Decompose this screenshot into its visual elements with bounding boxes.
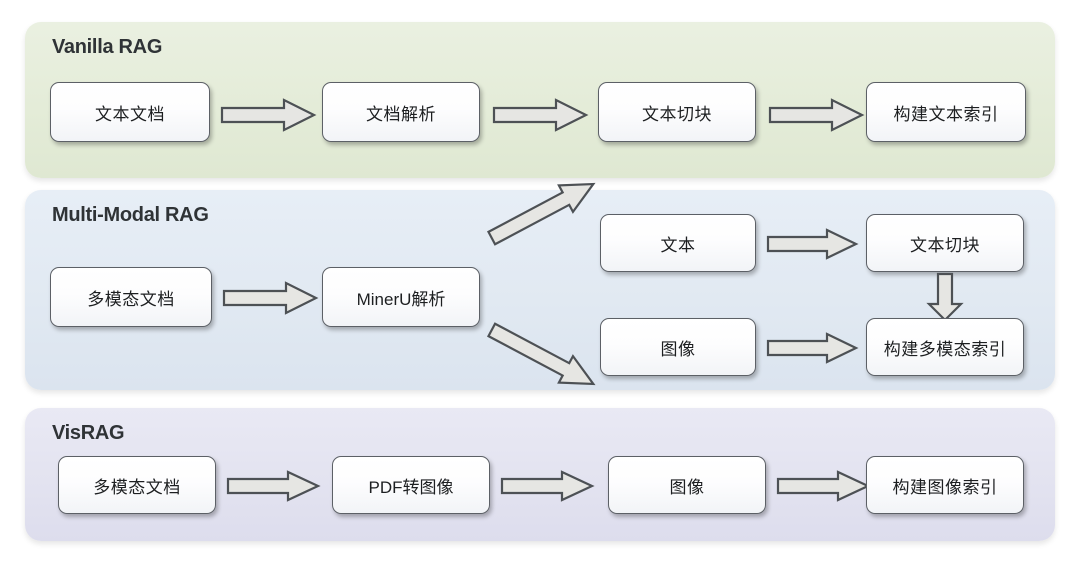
- node-text-document: 文本文档: [50, 82, 210, 142]
- node-image: 图像: [600, 318, 756, 376]
- node-label: 构建图像索引: [892, 477, 998, 498]
- node-multimodal-document: 多模态文档: [50, 267, 212, 327]
- node-label: 多模态文档: [93, 477, 181, 498]
- node-label: MinerU解析: [356, 289, 446, 309]
- arrow-right-icon: [500, 470, 595, 502]
- arrow-right-icon: [220, 98, 317, 132]
- node-label: 文本文档: [95, 104, 165, 125]
- node-multimodal-document: 多模态文档: [58, 456, 216, 514]
- node-pdf-to-image: PDF转图像: [332, 456, 490, 514]
- panel-title-visrag: VisRAG: [52, 422, 125, 444]
- node-build-text-index: 构建文本索引: [866, 82, 1026, 142]
- node-label: 构建文本索引: [893, 104, 999, 125]
- arrow-up-right-icon: [482, 168, 604, 254]
- arrow-right-icon: [768, 98, 865, 132]
- node-label: 文本切块: [910, 235, 980, 256]
- node-image: 图像: [608, 456, 766, 514]
- node-text-chunking: 文本切块: [866, 214, 1024, 272]
- arrow-right-icon: [766, 332, 859, 364]
- arrow-right-icon: [766, 228, 859, 260]
- arrow-right-icon: [776, 470, 871, 502]
- node-build-image-index: 构建图像索引: [866, 456, 1024, 514]
- arrow-right-icon: [492, 98, 589, 132]
- node-build-multimodal-index: 构建多模态索引: [866, 318, 1024, 376]
- panel-title-vanilla-rag: Vanilla RAG: [52, 36, 163, 58]
- node-document-parsing: 文档解析: [322, 82, 480, 142]
- panel-title-multi-modal-rag: Multi-Modal RAG: [52, 204, 209, 226]
- node-label: 图像: [660, 339, 696, 360]
- node-label: 文档解析: [366, 104, 436, 125]
- arrow-down-icon: [926, 272, 964, 322]
- node-label: 文本: [660, 235, 696, 256]
- node-label: 构建多模态索引: [883, 339, 1007, 360]
- node-label: 文本切块: [642, 104, 712, 125]
- arrow-down-right-icon: [482, 314, 604, 400]
- node-label: PDF转图像: [368, 477, 454, 497]
- node-text: 文本: [600, 214, 756, 272]
- arrow-right-icon: [226, 470, 321, 502]
- node-label: 多模态文档: [87, 289, 175, 310]
- node-label: 图像: [669, 477, 705, 498]
- node-mineru-parsing: MinerU解析: [322, 267, 480, 327]
- arrow-right-icon: [222, 281, 319, 315]
- node-text-chunking: 文本切块: [598, 82, 756, 142]
